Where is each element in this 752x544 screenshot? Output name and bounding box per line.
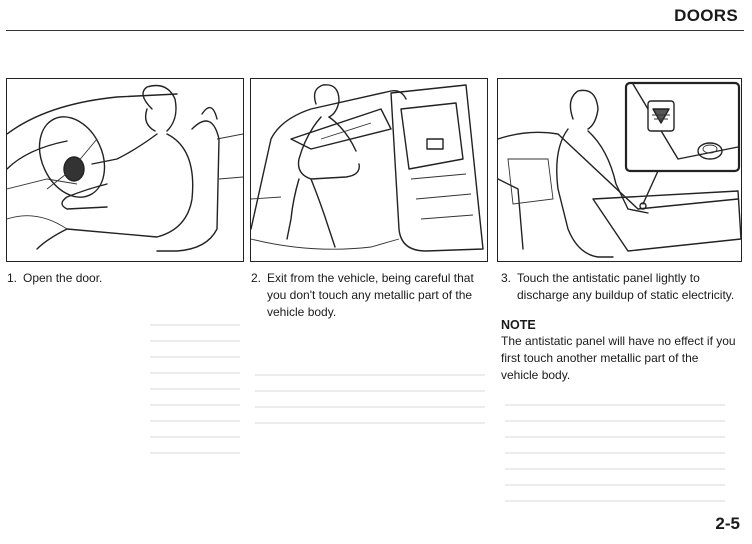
step-2-number: 2.: [251, 271, 262, 285]
step-1-text: Open the door.: [23, 271, 103, 285]
illustration-exit-vehicle: [250, 78, 488, 262]
illustration-exit-vehicle-drawing: [251, 84, 484, 252]
step-1-number: 1.: [7, 271, 18, 285]
step-3-text: Touch the antistatic panel lightly to di…: [517, 271, 735, 302]
page-title: DOORS: [674, 6, 738, 25]
step-2-text: Exit from the vehicle, being careful tha…: [267, 271, 474, 319]
step-1: 1. Open the door.: [7, 270, 239, 287]
illustration-antistatic-panel-drawing: [498, 81, 741, 258]
illustration-open-door-drawing: [7, 84, 243, 252]
step-2: 2. Exit from the vehicle, being careful …: [251, 270, 487, 321]
bleed-through-right: [505, 390, 725, 510]
note-heading: NOTE: [501, 318, 536, 332]
illustration-open-door: [6, 78, 244, 262]
bleed-through-left: [150, 310, 240, 460]
illustration-antistatic-panel: [497, 78, 742, 262]
page-number: 2-5: [715, 514, 740, 533]
bleed-through-middle: [255, 360, 485, 430]
step-3: 3. Touch the antistatic panel lightly to…: [501, 270, 739, 304]
step-3-number: 3.: [501, 271, 512, 285]
note-body: The antistatic panel will have no effect…: [501, 334, 736, 382]
header-rule: [6, 30, 744, 31]
